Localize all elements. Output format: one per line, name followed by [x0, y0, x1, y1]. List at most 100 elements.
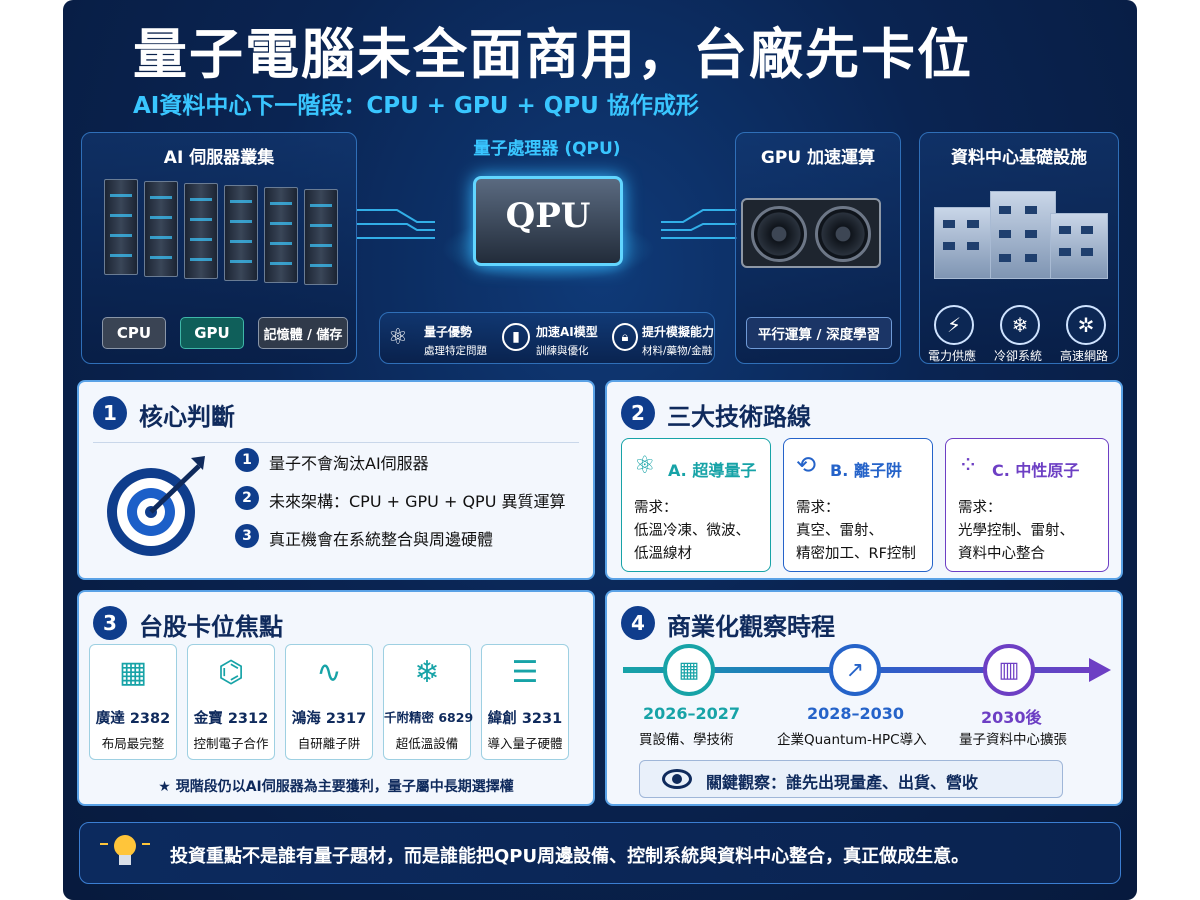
stock-desc: 自研離子阱 [297, 736, 361, 751]
memory-storage-chip: 記憶體 / 儲存 [258, 317, 348, 349]
qpu-title: 量子處理器 (QPU) [473, 139, 621, 159]
stock-desc: 布局最完整 [101, 736, 165, 751]
growth-chart-icon: ↗ [829, 644, 881, 696]
bolt-icon: ⚡ [934, 305, 974, 345]
datacenter-panel: 資料中心基礎設施 ⚡ ❄ ✲ 電力供應 冷卻系統 高速網路 [919, 132, 1119, 364]
stock-desc: 導入量子硬體 [487, 736, 563, 751]
key-watch-text: 關鍵觀察：誰先出現量產、出貨、營收 [706, 773, 979, 792]
route-requirement-line: 光學控制、雷射、 [958, 523, 1074, 539]
server-icon: ☰ [511, 655, 539, 690]
bar-chart-icon: ▮ [502, 323, 530, 351]
stock-name: 千附精密 6829 [384, 710, 474, 725]
qpu-feature-title-3: 提升模擬能力 [642, 325, 715, 339]
route-requirement-line: 真空、雷射、 [796, 523, 883, 539]
route-title: A. 超導量子 [668, 461, 757, 480]
list-item-number: 2 [235, 486, 259, 510]
building-icon: ▦ [118, 655, 148, 690]
timeline-desc: 買設備、學技術 [639, 732, 734, 748]
stock-desc: 控制電子合作 [193, 736, 269, 751]
page-subtitle: AI資料中心下一階段：CPU + GPU + QPU 協作成形 [133, 93, 699, 119]
section-title: 核心判斷 [139, 403, 235, 431]
qpu-chip-illustration: QPU [433, 162, 663, 290]
neutral-atom-icon: ⁘ [958, 451, 979, 479]
gpu-panel-title: GPU 加速運算 [760, 148, 876, 168]
route-ion-trap: ⟲ B. 離子阱 需求： 真空、雷射、 精密加工、RF控制 [783, 438, 933, 572]
qpu-feature-title-2: 加速AI模型 [536, 325, 598, 339]
lightbulb-icon [100, 835, 150, 871]
stock-name: 廣達 2382 [95, 711, 171, 727]
core-judgement-card: 1 核心判斷 1 量子不會淘汰AI伺服器 2 未來架構：CPU + GPU + … [77, 380, 595, 580]
target-icon [107, 456, 205, 556]
ai-server-panel: AI 伺服器叢集 CPU GPU 記憶體 / 儲存 [81, 132, 357, 364]
timeline-year: 2030後 [981, 708, 1042, 727]
section-number: 4 [621, 606, 655, 640]
timeline-card: 4 商業化觀察時程 ▦ ↗ ▥ 2026–2027 2028–2030 2030… [605, 590, 1123, 806]
section-title: 三大技術路線 [667, 403, 811, 431]
qpu-feature-strip: ⚛ 量子優勢 處理特定問題 ▮ 加速AI模型 訓練與優化 🔒︎ 提升模擬能力 材… [379, 312, 715, 364]
atom-icon: ⚛ [388, 325, 408, 350]
lock-icon: 🔒︎ [612, 323, 638, 351]
circuit-icon: ⌬ [217, 655, 245, 690]
timeline-year: 2026–2027 [643, 704, 741, 723]
timeline-desc: 量子資料中心擴張 [959, 732, 1067, 748]
section-title: 台股卡位焦點 [139, 613, 283, 641]
route-requirement-line: 資料中心整合 [958, 546, 1045, 562]
list-item: 未來架構：CPU + GPU + QPU 異質運算 [269, 492, 566, 511]
route-neutral-atom: ⁘ C. 中性原子 需求： 光學控制、雷射、 資料中心整合 [945, 438, 1109, 572]
infographic-poster: 量子電腦未全面商用，台廠先卡位 AI資料中心下一階段：CPU + GPU + Q… [63, 0, 1137, 900]
qpu-chip-label: QPU [505, 196, 591, 236]
stock-name: 緯創 3231 [487, 711, 563, 727]
stock-card: ☰ 緯創 3231 導入量子硬體 [481, 644, 569, 760]
route-title: C. 中性原子 [992, 461, 1080, 480]
stock-card: ∿ 鴻海 2317 自研離子阱 [285, 644, 373, 760]
building-icon: ▥ [983, 644, 1035, 696]
route-title: B. 離子阱 [830, 461, 902, 480]
calendar-icon: ▦ [663, 644, 715, 696]
section-title: 商業化觀察時程 [667, 613, 835, 641]
section-number: 3 [93, 606, 127, 640]
route-requirement-line: 精密加工、RF控制 [796, 546, 916, 562]
tech-routes-card: 2 三大技術路線 ⚛ A. 超導量子 需求： 低溫冷凍、微波、 低溫線材 ⟲ B… [605, 380, 1123, 580]
eye-icon [662, 769, 692, 789]
datacenter-panel-title: 資料中心基礎設施 [951, 148, 1087, 168]
route-requirement-label: 需求： [634, 500, 678, 516]
gpu-workload-label: 平行運算 / 深度學習 [746, 317, 892, 349]
page-title: 量子電腦未全面商用，台廠先卡位 [133, 23, 973, 86]
snowflake-icon: ❄ [1000, 305, 1040, 345]
network-icon: ✲ [1066, 305, 1106, 345]
stock-card: ❄ 千附精密 6829 超低溫設備 [383, 644, 474, 760]
stock-name: 金寶 2312 [193, 711, 269, 727]
ion-trap-icon: ⟲ [796, 451, 817, 479]
route-requirement-line: 低溫線材 [634, 546, 692, 562]
list-item-number: 1 [235, 448, 259, 472]
timeline-year: 2028–2030 [807, 704, 905, 723]
key-watch-box: 關鍵觀察：誰先出現量產、出貨、營收 [639, 760, 1063, 798]
footer-text: 投資重點不是誰有量子題材，而是誰能把QPU周邊設備、控制系統與資料中心整合，真正… [170, 846, 970, 867]
list-item-number: 3 [235, 524, 259, 548]
snowflake-icon: ❄ [414, 655, 440, 690]
stock-note: ★ 現階段仍以AI伺服器為主要獲利，量子屬中長期選擇權 [158, 779, 514, 795]
qpu-feature-title-1: 量子優勢 [424, 325, 473, 339]
route-superconducting: ⚛ A. 超導量子 需求： 低溫冷凍、微波、 低溫線材 [621, 438, 771, 572]
qpu-feature-desc-3: 材料/藥物/金融 [642, 345, 713, 357]
power-supply-label: 電力供應 [928, 349, 977, 363]
route-requirement-label: 需求： [958, 500, 1002, 516]
stock-card: ⌬ 金寶 2312 控制電子合作 [187, 644, 275, 760]
network-label: 高速網路 [1060, 349, 1109, 363]
list-item: 量子不會淘汰AI伺服器 [269, 454, 429, 473]
ai-server-title: AI 伺服器叢集 [163, 148, 275, 168]
cpu-chip: CPU [102, 317, 166, 349]
timeline-desc: 企業Quantum-HPC導入 [777, 732, 927, 748]
waveform-icon: ∿ [316, 655, 342, 690]
stock-card: ▦ 廣達 2382 布局最完整 [89, 644, 177, 760]
graphics-card-illustration [741, 198, 881, 268]
list-item: 真正機會在系統整合與周邊硬體 [269, 530, 494, 549]
stock-desc: 超低溫設備 [395, 736, 459, 751]
qpu-feature-desc-2: 訓練與優化 [536, 345, 589, 357]
stock-name: 鴻海 2317 [291, 711, 367, 727]
atom-icon: ⚛ [634, 451, 656, 479]
stock-focus-card: 3 台股卡位焦點 ▦ 廣達 2382 布局最完整 ⌬ 金寶 2312 控制電子合… [77, 590, 595, 806]
route-requirement-label: 需求： [796, 500, 840, 516]
section-number: 2 [621, 396, 655, 430]
gpu-chip: GPU [180, 317, 244, 349]
